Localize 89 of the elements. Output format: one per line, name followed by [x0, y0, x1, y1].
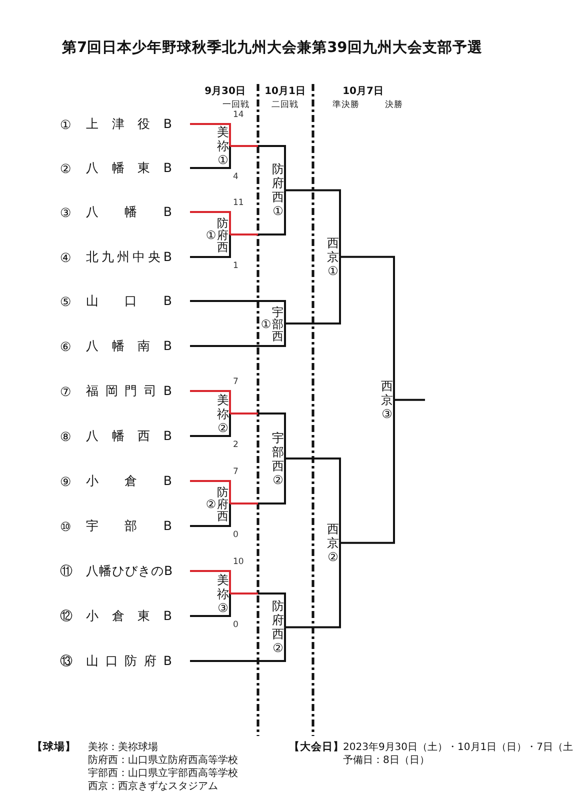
bracket-line — [190, 234, 231, 258]
date-heading: 10月7日 — [342, 85, 384, 98]
bracket-line — [190, 480, 231, 504]
winner-label: 防府西① — [205, 216, 229, 252]
team-name: 山 口 B — [86, 292, 172, 310]
venue-note: 美祢：美祢球場 — [88, 740, 158, 754]
score: 7 — [233, 467, 238, 477]
team-name: 宇 部 B — [86, 518, 172, 534]
team-name: 八幡ひびきのB — [86, 562, 172, 580]
entry-number: ⑥ — [60, 338, 72, 354]
winner-label: 美祢② — [217, 392, 229, 434]
date-note: 予備日：8日（日） — [343, 754, 430, 767]
score: 4 — [233, 172, 238, 182]
score: 7 — [233, 377, 238, 387]
score: 1 — [233, 261, 238, 271]
winner-label: 美祢① — [217, 125, 229, 167]
bracket-line — [340, 256, 395, 400]
score: 14 — [233, 110, 244, 120]
entry-number: ④ — [60, 250, 72, 264]
round-name: 準決勝 — [332, 99, 360, 111]
entry-number: ② — [60, 160, 72, 176]
bracket-line — [190, 390, 231, 414]
team-name: 小 倉 B — [86, 472, 172, 490]
winner-label: 宇部西② — [272, 430, 284, 486]
bracket-line — [230, 458, 286, 504]
section-heading: 【球場】 — [32, 740, 76, 754]
venue-note: 西京：西京きずなスタジアム — [88, 780, 218, 793]
team-name: 小 倉 東 B — [86, 608, 172, 624]
bracket-line — [190, 324, 286, 347]
team-name: 北九州中央B — [86, 248, 172, 266]
score: 11 — [233, 198, 244, 208]
bracket-line — [285, 458, 341, 543]
bracket-line — [230, 145, 286, 190]
date-heading: 9月30日 — [204, 85, 246, 98]
round-name: 決勝 — [385, 99, 403, 111]
entry-number: ⑤ — [60, 294, 72, 308]
bracket-line — [340, 400, 395, 544]
team-name: 上 津 役 B — [86, 116, 172, 132]
bracket-line — [285, 256, 341, 324]
entry-number: ⑨ — [60, 474, 72, 488]
bracket-line — [190, 211, 231, 234]
bracket-line — [285, 189, 341, 257]
bracket-line — [190, 627, 286, 662]
bracket-line — [230, 412, 286, 458]
date-note: 2023年9月30日（土）・10月1日（日）・7日（土 — [343, 740, 573, 754]
date-heading: 10月1日 — [264, 85, 306, 98]
winner-label: 美祢③ — [217, 572, 229, 614]
winner-label: 宇部西① — [260, 306, 284, 342]
title: 第7回日本少年野球秋季北九州大会兼第39回九州大会支部予選 — [62, 38, 482, 57]
entry-number: ⑫ — [60, 608, 74, 624]
entry-number: ⑩ — [60, 518, 72, 534]
bracket-line — [190, 123, 231, 146]
section-heading: 【大会日】 — [289, 740, 344, 754]
winner-label: 防府西② — [205, 486, 229, 522]
bracket-line — [190, 146, 231, 169]
score: 10 — [233, 557, 244, 567]
winner-label: 防府西② — [272, 599, 284, 656]
bracket-line — [394, 398, 425, 401]
bracket-line — [230, 190, 286, 236]
entry-number: ⑦ — [60, 384, 72, 398]
winner-label: 西京① — [327, 236, 339, 278]
team-name: 八 幡 B — [86, 204, 172, 220]
team-name: 八 幡 西 B — [86, 428, 172, 444]
bracket-line — [190, 594, 231, 617]
bracket-line — [190, 504, 231, 527]
score: 2 — [233, 440, 238, 450]
venue-note: 防府西：山口県立防府西高等学校 — [88, 754, 238, 767]
winner-label: 西京③ — [381, 378, 393, 421]
entry-number: ⑧ — [60, 428, 72, 444]
team-name: 八 幡 東 B — [86, 160, 172, 176]
entry-number: ⑪ — [60, 562, 74, 580]
bracket-line — [190, 300, 286, 324]
bracket-line — [190, 414, 231, 437]
entry-number: ③ — [60, 204, 72, 220]
bracket-line — [190, 570, 231, 594]
team-name: 福 岡 門 司 B — [86, 382, 172, 400]
entry-number: ① — [60, 116, 72, 132]
round-name: 一回戦 — [222, 99, 250, 110]
score: 0 — [233, 530, 238, 540]
round-name: 二回戦 — [272, 99, 298, 111]
venue-note: 宇部西：山口県立宇部西高等学校 — [88, 766, 238, 780]
bracket-line — [285, 542, 341, 628]
entry-number: ⑬ — [60, 652, 74, 670]
score: 0 — [233, 620, 238, 630]
winner-label: 防府西① — [272, 162, 284, 218]
team-name: 八 幡 南 B — [86, 338, 172, 354]
winner-label: 西京② — [327, 522, 339, 564]
team-name: 山 口 防 府 B — [86, 652, 172, 670]
bracket-line — [230, 592, 286, 628]
